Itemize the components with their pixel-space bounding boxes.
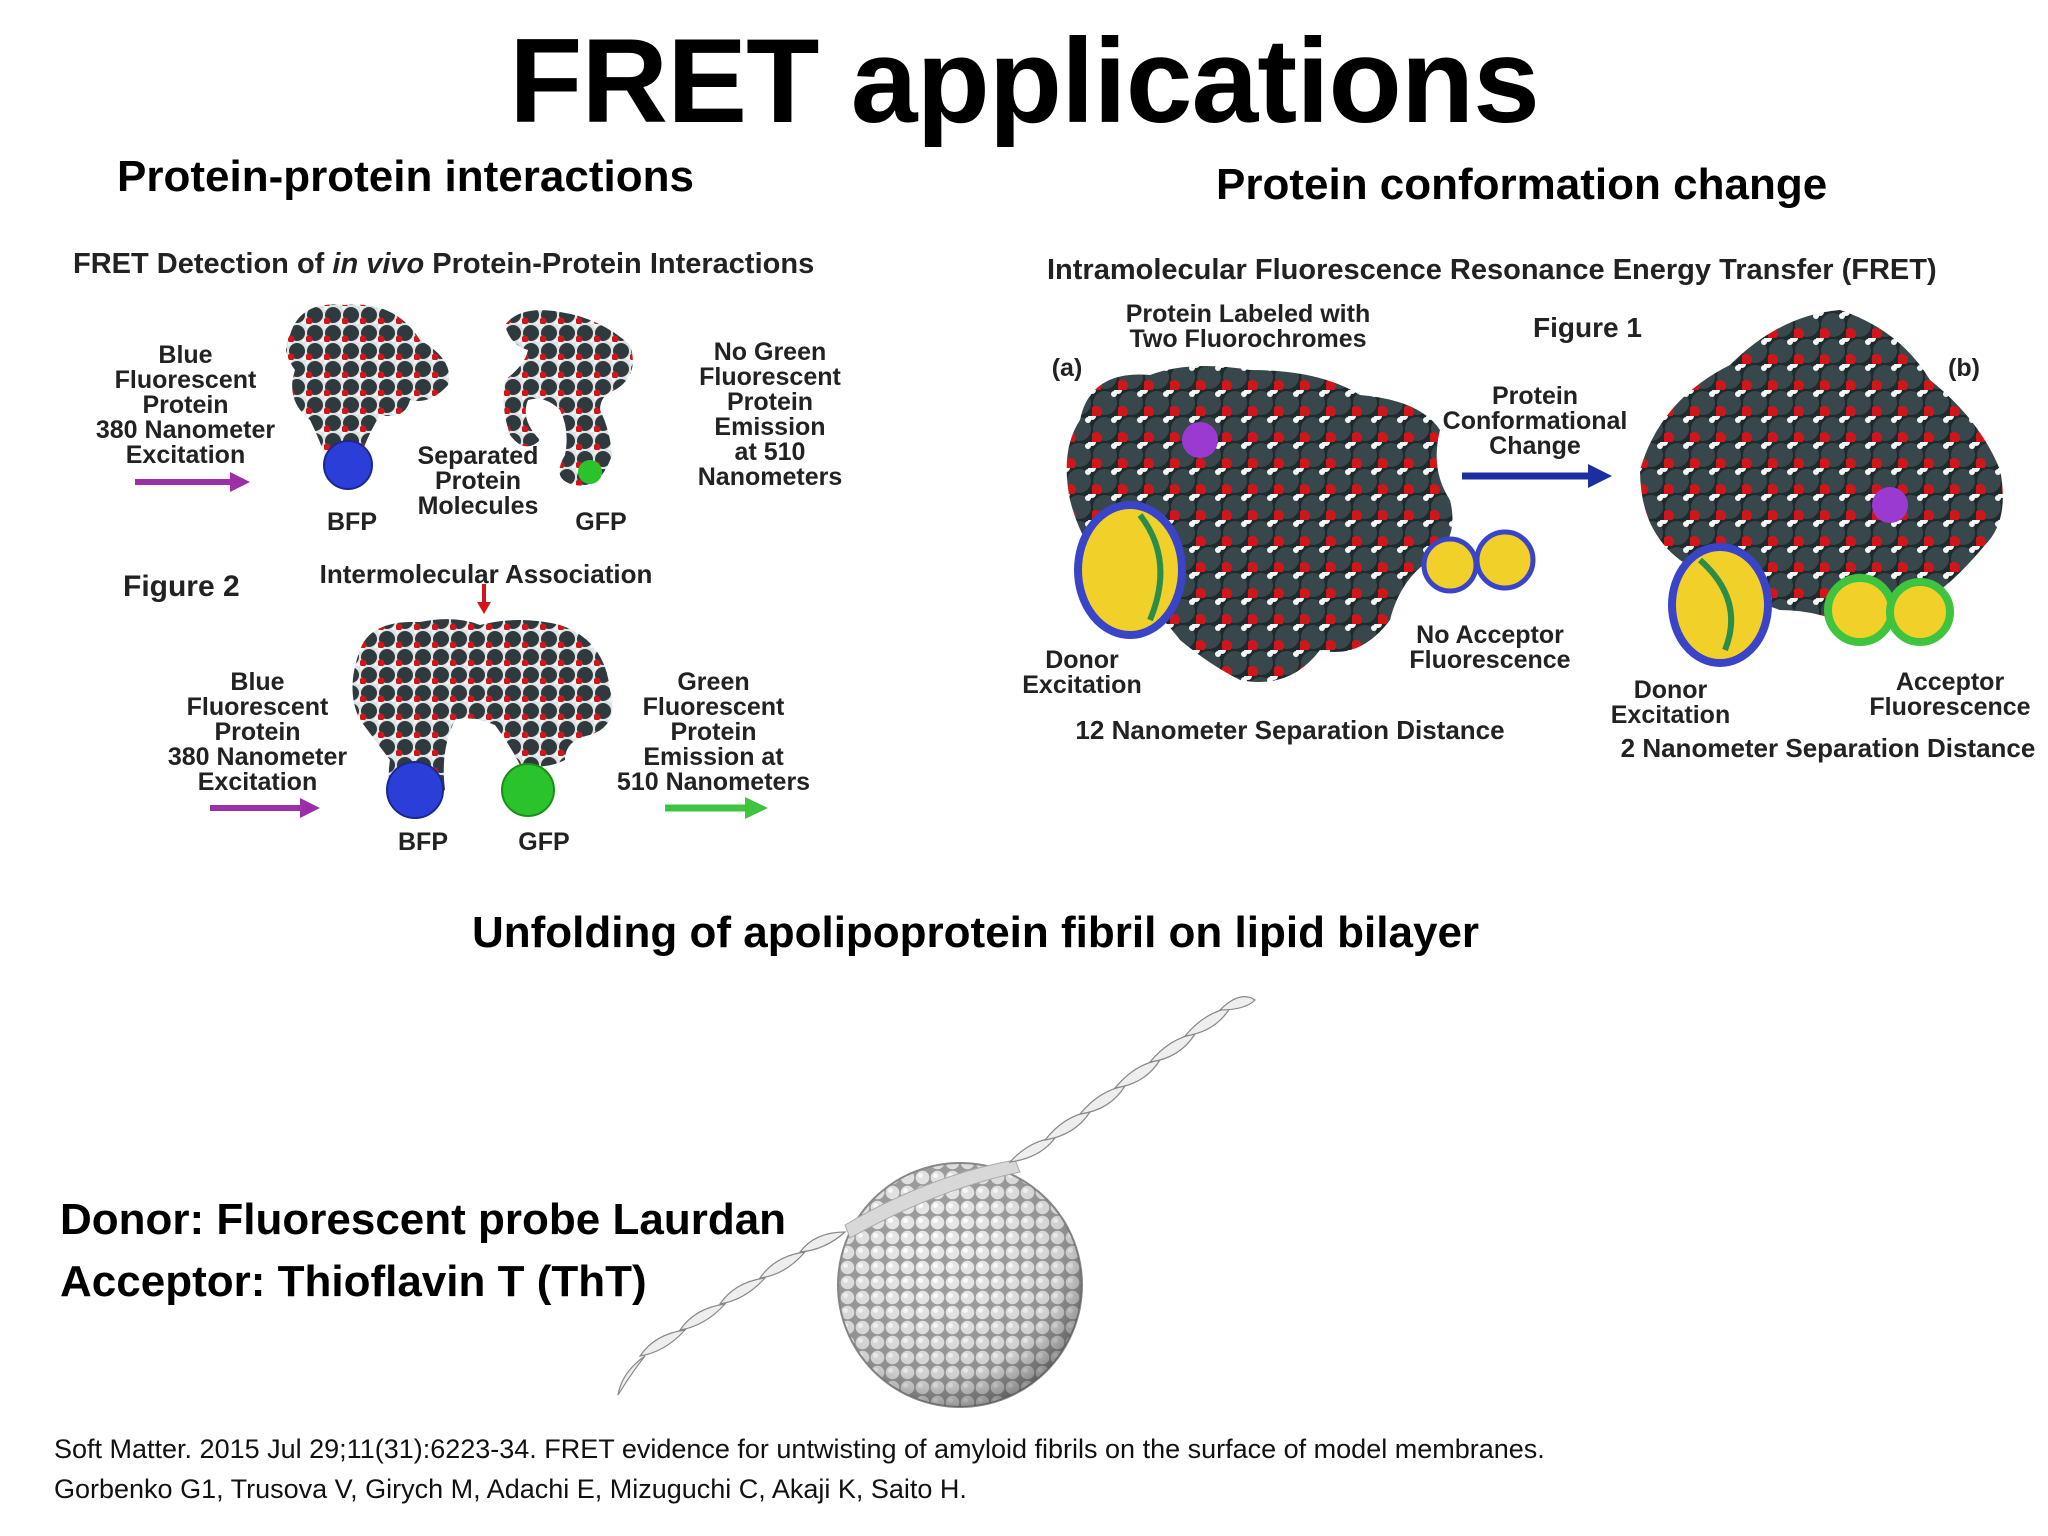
fig2-association-label: Intermolecular Association xyxy=(319,559,653,589)
heading-protein-protein: Protein-protein interactions xyxy=(117,152,694,201)
fig1-b-label: (b) xyxy=(1948,354,1980,382)
donor-probe-text: Donor: Fluorescent probe Laurdan xyxy=(60,1195,787,1244)
fig2-separated-label: Separated Protein Molecules xyxy=(417,442,539,520)
gfp-protein-molecule xyxy=(503,310,633,486)
fig1-sep12-label: 12 Nanometer Separation Distance xyxy=(1075,715,1505,745)
reference-line-1: Soft Matter. 2015 Jul 29;11(31):6223-34.… xyxy=(54,1434,1545,1464)
fig1-title: Intramolecular Fluorescence Resonance En… xyxy=(1047,254,1937,286)
fig2-bfp-top: BFP xyxy=(327,508,377,536)
heading-conformation-change: Protein conformation change xyxy=(1216,160,1828,209)
bfp-protein-molecule xyxy=(286,304,450,470)
acceptor-probe-text: Acceptor: Thioflavin T (ThT) xyxy=(60,1257,647,1306)
slide-title: FRET applications xyxy=(509,14,1540,148)
twisted-fibril-lower xyxy=(617,1231,847,1396)
fig2-blue-top-label: Blue Fluorescent Protein 380 Nanometer E… xyxy=(95,341,276,469)
bfp-fluorophore xyxy=(323,440,373,490)
fig1-change-label: Protein Conformational Change xyxy=(1442,382,1628,460)
fig2-green-label: Green Fluorescent Protein Emission at 51… xyxy=(616,668,811,796)
donor-dye-b xyxy=(1668,543,1772,667)
fig1-no-acceptor-label: No Acceptor Fluorescence xyxy=(1409,621,1571,674)
fig2-blue-bottom-label: Blue Fluorescent Protein 380 Nanometer E… xyxy=(167,668,348,796)
twisted-fibril-upper xyxy=(1008,996,1256,1163)
gfp-fluorophore-on xyxy=(501,763,555,817)
fig1-figure-label: Figure 1 xyxy=(1533,312,1642,343)
fig2-gfp-top: GFP xyxy=(575,508,627,536)
fig1-acceptor-label: Acceptor Fluorescence xyxy=(1869,668,2031,721)
gfp-fluorophore-off xyxy=(578,460,602,484)
fig1-sep2-label: 2 Nanometer Separation Distance xyxy=(1620,733,2036,763)
fig1-donor-b-label: Donor Excitation xyxy=(1610,676,1731,729)
reference-line-2: Gorbenko G1, Trusova V, Girych M, Adachi… xyxy=(54,1474,967,1504)
label-site-b xyxy=(1872,487,1908,523)
unwound-fibril-band xyxy=(844,1159,1021,1239)
label-site-a xyxy=(1182,422,1218,458)
fig2-figure-label: Figure 2 xyxy=(123,570,240,603)
fig1-labeled-label: Protein Labeled with Two Fluorochromes xyxy=(1125,300,1371,353)
fig2-no-green-label: No Green Fluorescent Protein Emission at… xyxy=(697,338,843,491)
fig2-bfp-bottom: BFP xyxy=(398,828,448,856)
bfp-fluorophore-complex xyxy=(386,761,444,819)
fig1-donor-a-label: Donor Excitation xyxy=(1022,646,1142,699)
heading-unfolding: Unfolding of apolipoprotein fibril on li… xyxy=(472,908,1480,957)
fig2-gfp-bottom: GFP xyxy=(518,828,570,856)
fig1-a-label: (a) xyxy=(1051,354,1083,382)
fig2-title: FRET Detection of in vivo Protein-Protei… xyxy=(73,248,815,280)
